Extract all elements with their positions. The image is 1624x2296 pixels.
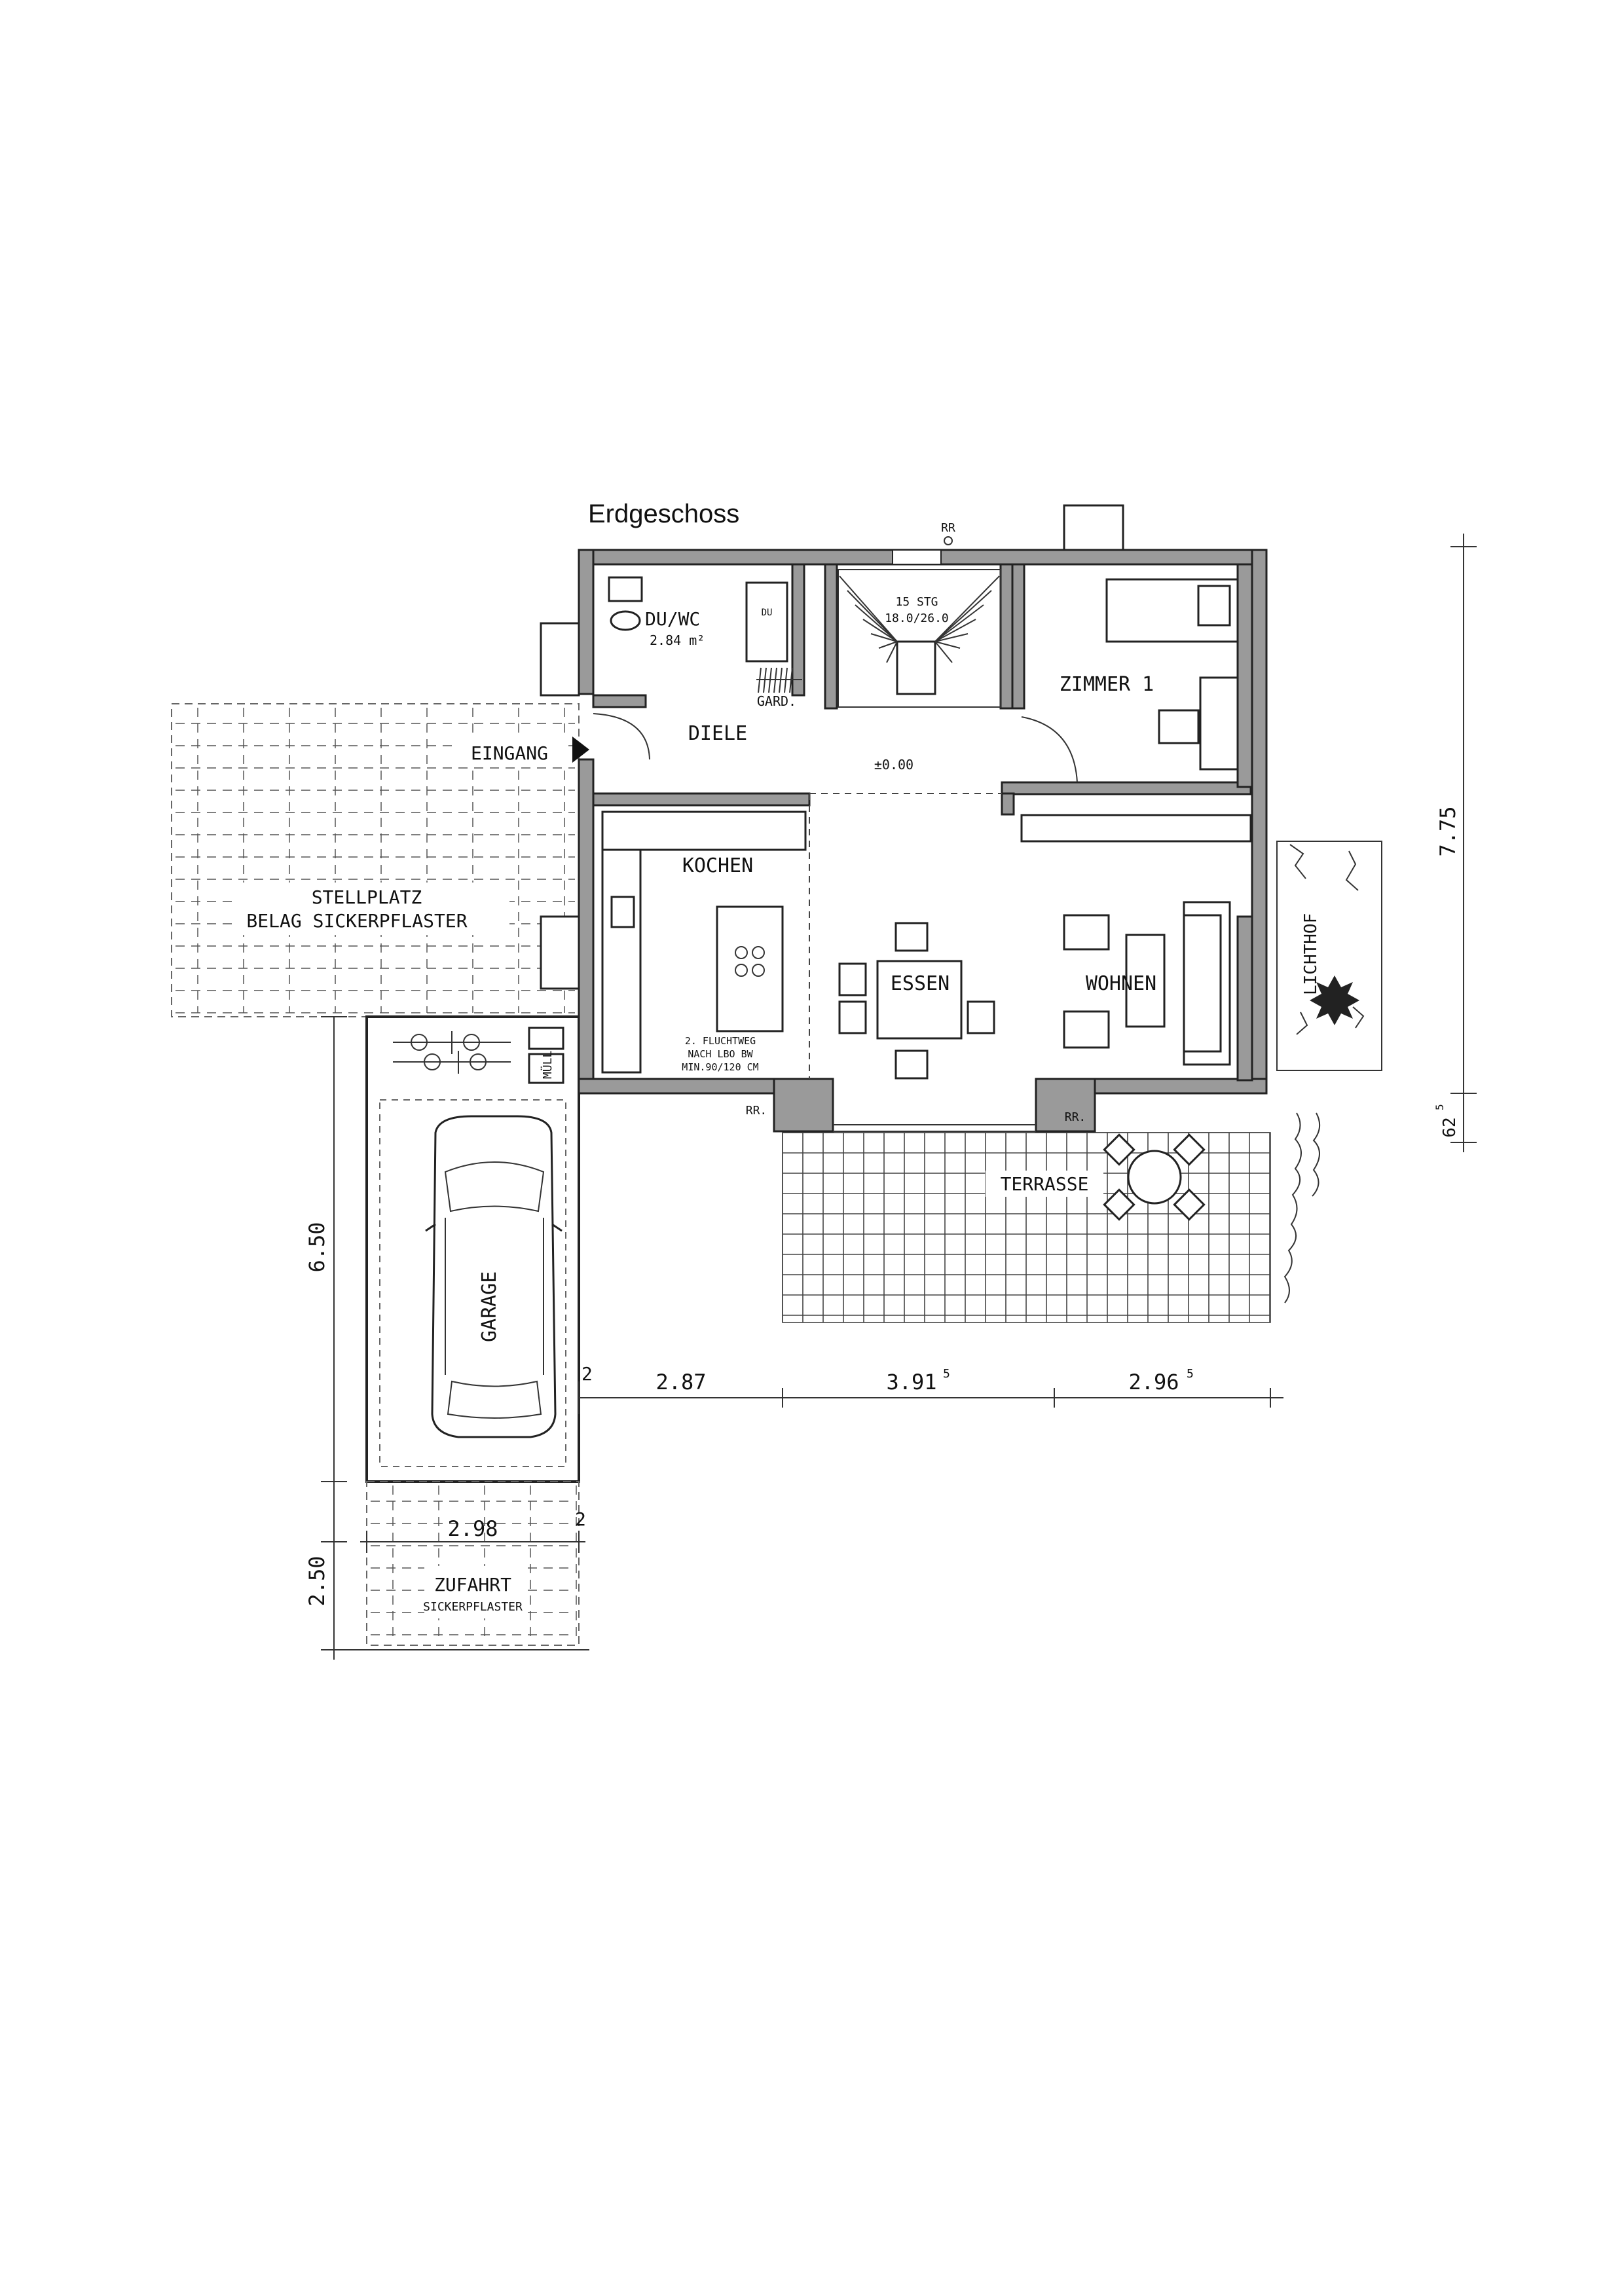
lichthof: LICHTHOF <box>1276 841 1382 1303</box>
zimmer-1: ZIMMER 1 <box>1060 578 1239 771</box>
svg-text:DU: DU <box>762 608 773 618</box>
dim-625: 62 <box>1440 1117 1460 1137</box>
dining: ESSEN <box>809 793 1002 1080</box>
windows <box>540 504 1124 1132</box>
plan-title: Erdgeschoss <box>588 500 739 528</box>
garage-label: GARAGE <box>478 1271 501 1342</box>
zimmer1-label: ZIMMER 1 <box>1060 673 1154 696</box>
dim-298: 2.98 <box>447 1516 498 1541</box>
stairs-count: 15 STG <box>895 595 938 609</box>
waste-bin-icon: MÜLL <box>528 1027 564 1084</box>
kitchen: KOCHEN 2. FLUCHTWEG NACH LBO BW MIN.90/1… <box>601 811 807 1118</box>
gard-label: GARD. <box>757 693 796 709</box>
dimension-lines: 2.87 3.91 5 2.96 5 2 2.98 2 6.50 2.50 7.… <box>304 534 1477 1660</box>
wohnen-label: WOHNEN <box>1086 972 1156 995</box>
lichthof-label: LICHTHOF <box>1301 913 1321 995</box>
door-swing <box>1021 716 1078 783</box>
bicycle-icon <box>393 1051 511 1074</box>
stellplatz-label: STELLPLATZ <box>312 886 422 908</box>
stellplatz-label-group: STELLPLATZ BELAG SICKERPFLASTER <box>234 883 509 935</box>
terrasse: TERRASSE <box>782 1132 1271 1323</box>
stellplatz-area <box>171 703 580 1017</box>
zufahrt-label: ZUFAHRT <box>434 1574 511 1595</box>
stairs: 15 STG 18.0/26.0 RR <box>838 521 1001 708</box>
dim-775: 7.75 <box>1435 806 1460 856</box>
entrance-arrow-icon <box>572 737 589 763</box>
terrace-table <box>1103 1133 1206 1221</box>
dim-2-b: 2 <box>575 1508 586 1530</box>
svg-text:5: 5 <box>943 1367 950 1381</box>
bicycle-icon <box>393 1031 511 1054</box>
rr-label-top: RR <box>941 521 955 535</box>
duwc-area: 2.84 m² <box>650 632 705 648</box>
garage: MÜLL GARAGE <box>365 1015 580 1483</box>
dim-391: 3.91 <box>886 1370 936 1394</box>
essen-label: ESSEN <box>891 972 950 995</box>
dim-296: 2.96 <box>1128 1370 1179 1394</box>
rr-label-right: RR. <box>1065 1110 1086 1124</box>
door-swing <box>593 713 650 760</box>
eingang-label: EINGANG <box>471 742 548 764</box>
zufahrt-surface-label: SICKERPFLASTER <box>423 1600 523 1614</box>
dim-650: 6.50 <box>304 1222 329 1272</box>
fluchtweg-line-3: MIN.90/120 CM <box>682 1061 758 1073</box>
stellplatz-surface-label: BELAG SICKERPFLASTER <box>246 910 467 932</box>
fluchtweg-line-1: 2. FLUCHTWEG <box>685 1035 756 1047</box>
house-walls <box>578 549 1268 1133</box>
living: WOHNEN RR. <box>1020 814 1252 1124</box>
car-icon <box>425 1115 563 1438</box>
bathroom: DU DU/WC 2.84 m² <box>608 576 788 663</box>
svg-text:MÜLL: MÜLL <box>540 1050 555 1079</box>
level-label: ±0.00 <box>874 757 913 773</box>
dim-2-a: 2 <box>581 1363 593 1385</box>
plant-icon <box>1310 975 1359 1025</box>
svg-text:5: 5 <box>1433 1104 1446 1110</box>
dim-287: 2.87 <box>655 1370 706 1394</box>
kochen-label: KOCHEN <box>682 854 753 877</box>
terrasse-label: TERRASSE <box>1001 1173 1089 1195</box>
zufahrt-area: ZUFAHRT SICKERPFLASTER <box>366 1481 580 1646</box>
svg-text:5: 5 <box>1187 1367 1194 1381</box>
entrance: EINGANG <box>455 737 589 765</box>
rr-label-left: RR. <box>746 1104 767 1118</box>
wardrobe: GARD. <box>756 667 802 709</box>
duwc-label: DU/WC <box>645 608 700 630</box>
fluchtweg-line-2: NACH LBO BW <box>688 1048 753 1060</box>
dim-250: 2.50 <box>304 1556 329 1606</box>
diele-label: DIELE <box>688 722 747 745</box>
stairs-ratio: 18.0/26.0 <box>885 611 949 625</box>
